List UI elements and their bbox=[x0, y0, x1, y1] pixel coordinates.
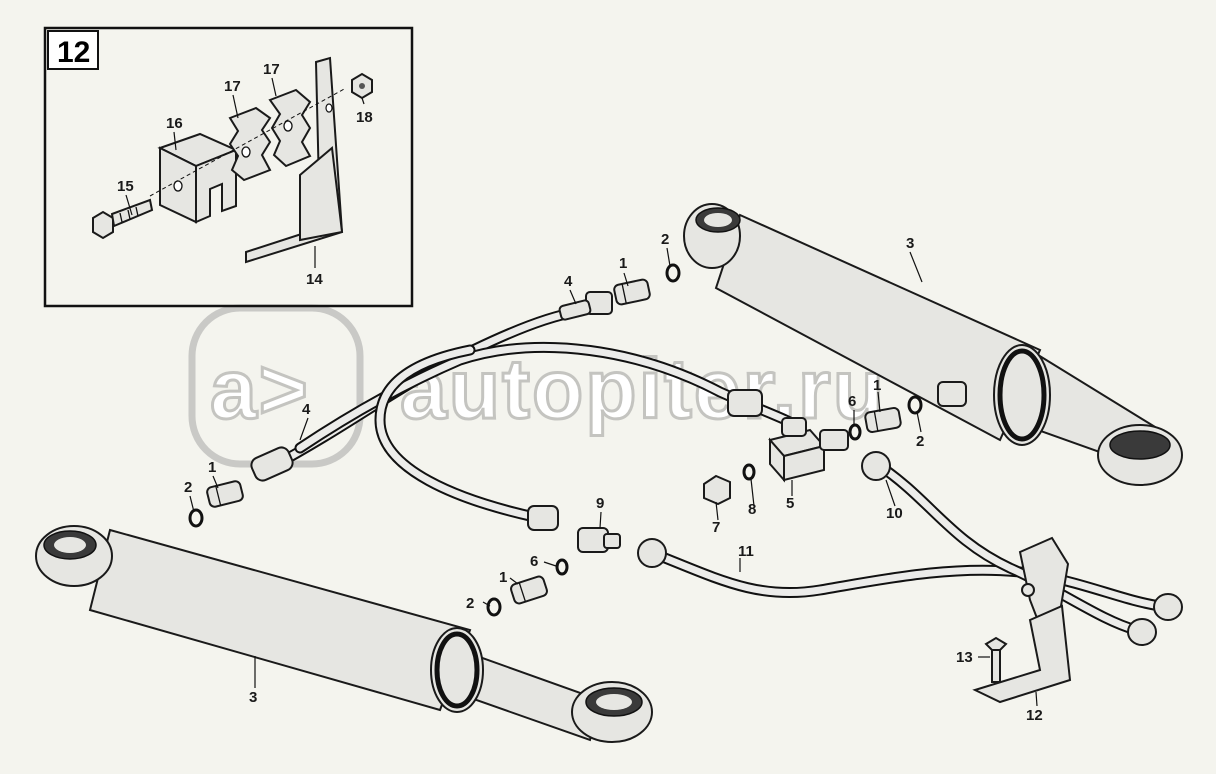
ring-2-left bbox=[188, 508, 204, 528]
cylinder-3-left bbox=[35, 525, 653, 743]
fitting-1-top bbox=[613, 278, 651, 306]
hose-end-4-left bbox=[250, 446, 294, 482]
callout-10: 10 bbox=[886, 505, 903, 522]
clamp-17-back bbox=[268, 88, 312, 168]
callout-labels: 15 16 17 17 18 14 1 2 4 3 4 1 2 1 6 2 7 … bbox=[117, 61, 1043, 724]
clamp-17-front bbox=[228, 106, 272, 182]
callout-17b: 17 bbox=[263, 61, 280, 78]
block-5 bbox=[768, 417, 849, 483]
callout-16: 16 bbox=[166, 115, 183, 132]
callout-12: 12 bbox=[1026, 707, 1043, 724]
fitting-top-mid bbox=[727, 389, 763, 417]
ring-6-bottom bbox=[555, 558, 569, 576]
callout-2a: 2 bbox=[661, 231, 669, 248]
callout-2c: 2 bbox=[916, 433, 924, 450]
fitting-1-left bbox=[206, 480, 244, 508]
callout-7: 7 bbox=[712, 519, 720, 536]
bolt-13 bbox=[984, 636, 1008, 683]
callout-18: 18 bbox=[356, 109, 373, 126]
cylinder-barrel-left bbox=[88, 528, 472, 712]
hoses bbox=[264, 306, 1166, 636]
callout-3b: 3 bbox=[249, 689, 257, 706]
callout-3a: 3 bbox=[906, 235, 914, 252]
callout-1c: 1 bbox=[873, 377, 881, 394]
callout-4b: 4 bbox=[302, 401, 311, 418]
inset-number-box bbox=[47, 30, 99, 70]
inset-detail-12: 12 bbox=[43, 26, 414, 308]
inset-number: 12 bbox=[57, 36, 90, 69]
hose-end-4-top bbox=[558, 299, 592, 321]
leader-lines bbox=[125, 77, 1038, 707]
callout-5: 5 bbox=[786, 495, 794, 512]
ring-8 bbox=[742, 463, 756, 481]
callout-17a: 17 bbox=[224, 78, 241, 95]
clamp-bracket-12 bbox=[972, 536, 1072, 704]
plug-7 bbox=[703, 474, 731, 506]
callout-8: 8 bbox=[748, 501, 756, 518]
nut-18 bbox=[351, 72, 373, 100]
callout-4a: 4 bbox=[564, 273, 573, 290]
callout-1b: 1 bbox=[208, 459, 216, 476]
fitting-right-end bbox=[937, 381, 967, 407]
callout-14: 14 bbox=[306, 271, 323, 288]
hose-end-10 bbox=[861, 451, 891, 481]
fitting-9 bbox=[577, 527, 621, 553]
fitting-1-right bbox=[864, 406, 902, 434]
ring-2-bottom bbox=[486, 597, 502, 617]
bracket-14 bbox=[245, 56, 344, 264]
callout-6b: 6 bbox=[530, 553, 538, 570]
hose-10 bbox=[874, 460, 1142, 636]
ring-2-top bbox=[665, 263, 681, 283]
bolt-15 bbox=[92, 198, 154, 240]
ring-6-right bbox=[848, 423, 862, 441]
ring-2-right bbox=[907, 395, 923, 415]
hose-end-11 bbox=[637, 538, 667, 568]
fitting-1-bottom bbox=[510, 575, 548, 605]
callout-6a: 6 bbox=[848, 393, 856, 410]
assembly-axis-line bbox=[149, 87, 347, 197]
inset-frame bbox=[43, 26, 414, 308]
callout-1a: 1 bbox=[619, 255, 627, 272]
callout-1d: 1 bbox=[499, 569, 507, 586]
block-16 bbox=[157, 132, 239, 224]
callout-11: 11 bbox=[738, 543, 754, 560]
callout-9: 9 bbox=[596, 495, 604, 512]
callout-15: 15 bbox=[117, 178, 134, 195]
hose-ends-clamp bbox=[1127, 593, 1183, 646]
watermark-logo-glyph: a> bbox=[210, 342, 310, 436]
hose-end-11-left bbox=[527, 505, 559, 531]
callout-2d: 2 bbox=[466, 595, 474, 612]
callout-13: 13 bbox=[956, 649, 973, 666]
callout-2b: 2 bbox=[184, 479, 192, 496]
